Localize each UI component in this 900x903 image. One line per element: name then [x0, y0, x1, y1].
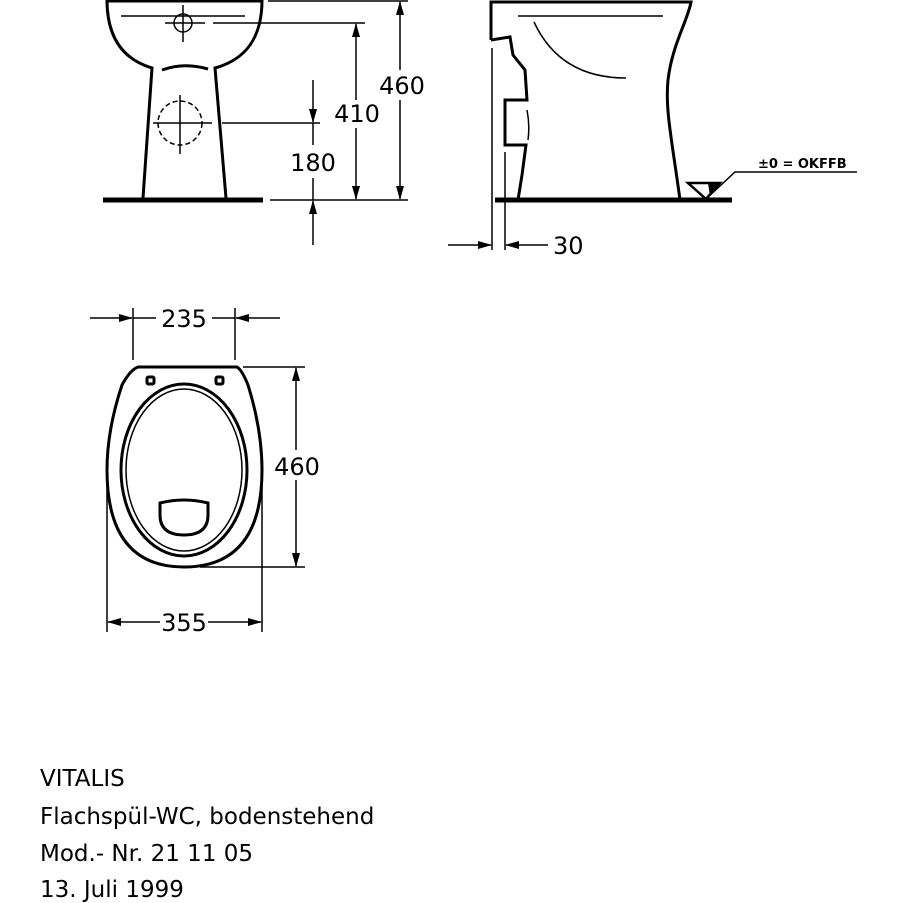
dim-top-width: 355	[161, 609, 207, 637]
dim-front-rim-height: 410	[334, 100, 380, 128]
side-view: 30 ±0 = OKFFB	[448, 0, 857, 260]
front-view: 460 410 180	[103, 0, 425, 245]
dim-front-total-height: 460	[379, 72, 425, 100]
seat-outline	[105, 365, 264, 569]
technical-drawing: 460 410 180 30 ±0 = OKFFB	[90, 0, 857, 637]
caption-product-type: Flachspül-WC, bodenstehend	[40, 804, 375, 830]
dim-top-hinge-spacing: 235	[161, 305, 207, 333]
dim-front-outlet-height: 180	[290, 149, 336, 177]
dim-side-offset: 30	[553, 232, 584, 260]
caption-model-number: Mod.- Nr. 21 11 05	[40, 841, 254, 867]
caption-date: 13. Juli 1999	[40, 877, 184, 903]
bowl-opening	[158, 498, 210, 537]
front-outline	[105, 0, 264, 199]
caption-product-name: VITALIS	[40, 766, 125, 792]
dim-top-length: 460	[274, 453, 320, 481]
side-outline	[489, 0, 693, 201]
floor-reference-label: ±0 = OKFFB	[758, 157, 847, 172]
top-view: 235 460 355	[90, 305, 320, 637]
seat-ring	[119, 382, 249, 558]
